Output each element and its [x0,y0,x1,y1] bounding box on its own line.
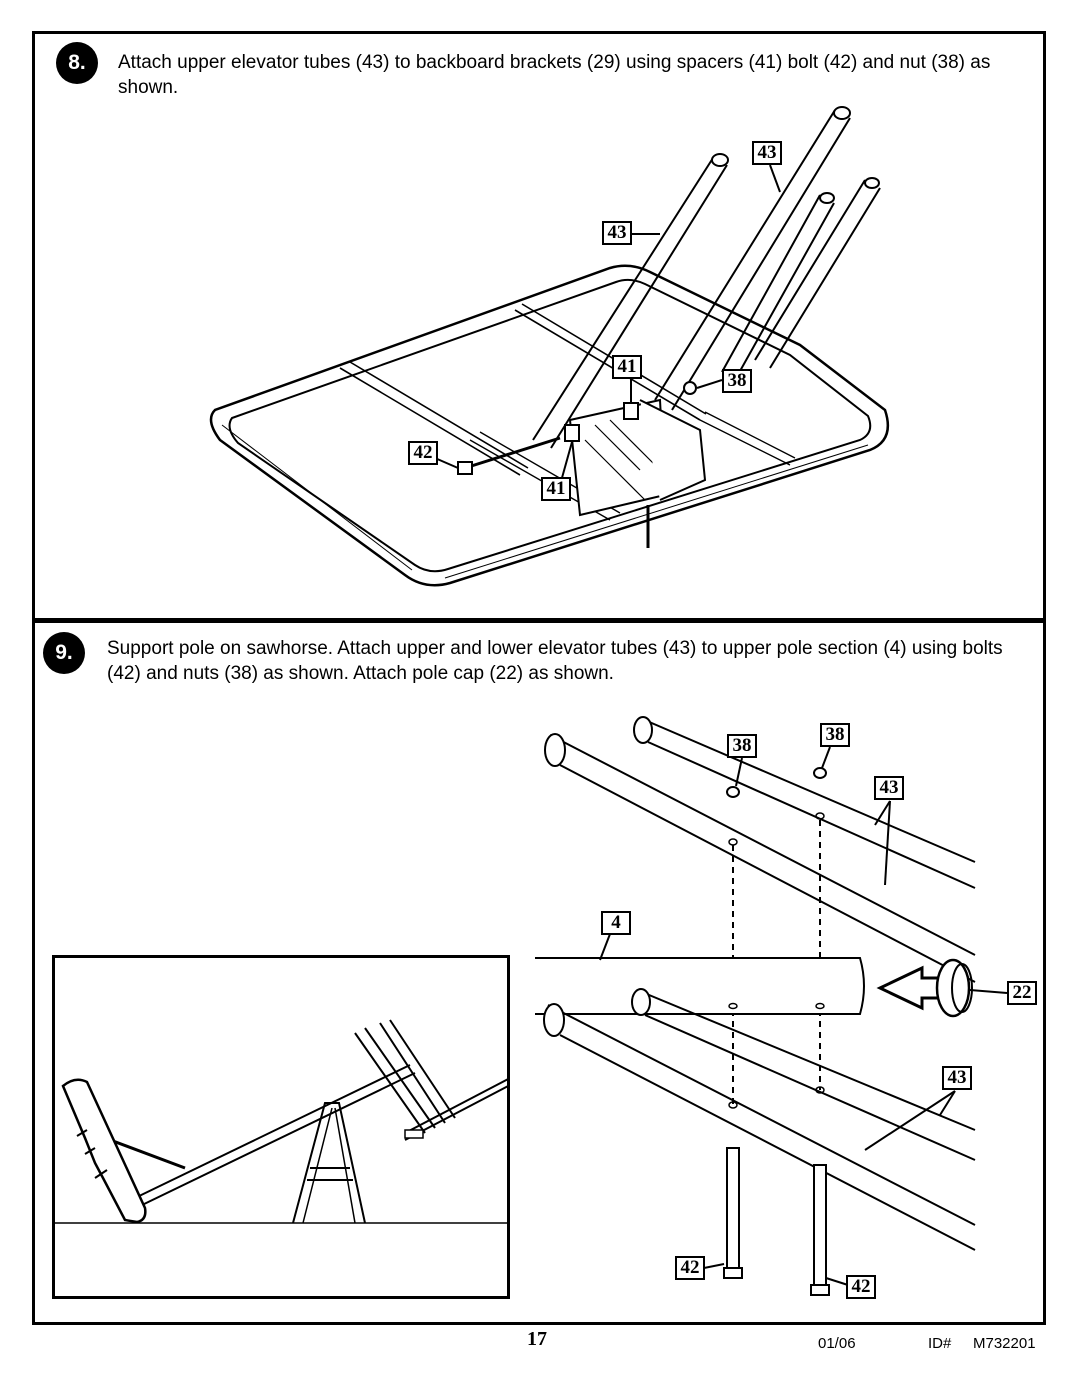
elevator-tube-3 [721,194,835,381]
id-label: ID# [928,1335,952,1352]
elevator-tube-4 [754,179,881,369]
step-8-badge: 8. [56,42,98,84]
elevator-arms [354,1019,456,1134]
callout-38: 38 [722,369,752,393]
callout-42-left: 42 [675,1256,705,1280]
callout-38-right: 38 [820,723,850,747]
frame-crossbar-1 [339,361,529,476]
upper-tube-back [549,734,976,983]
nut-38-right [813,767,827,779]
lower-tube-back [547,1004,976,1251]
pole-base [61,1078,147,1224]
step-8-panel [32,31,1046,621]
callout-22: 22 [1007,981,1037,1005]
step-9-badge: 9. [43,632,85,674]
id-number: M732201 [973,1335,1036,1352]
backboard-frame-outer [209,264,890,587]
callout-43-left: 43 [602,221,632,245]
sawhorse-inset [52,955,510,1299]
callout-43-upper-tubes: 43 [874,776,904,800]
callout-42: 42 [408,441,438,465]
sawhorse-illustration [55,1019,507,1224]
callout-38-left: 38 [727,734,757,758]
bolt-42-right [813,1164,827,1286]
nut-38-left [726,786,740,798]
spacer-41-lower [564,424,580,442]
elevator-tube-1 [532,157,728,449]
callout-41-lower: 41 [541,477,571,501]
step-9-panel [32,620,1046,1325]
callout-42-right: 42 [846,1275,876,1299]
pole-assembly [134,1064,416,1207]
pole-section-4 [535,957,865,1015]
nut-38 [683,381,697,395]
callout-43-lower-tubes: 43 [942,1066,972,1090]
revision-date: 01/06 [818,1335,856,1352]
bolt-42-left [726,1147,740,1269]
bolt-42-shaft [464,436,561,470]
upper-tube-front [639,717,976,889]
callout-41-upper: 41 [612,355,642,379]
elevator-tube-2 [654,109,851,411]
step-9-instructions: Support pole on sawhorse. Attach upper a… [107,638,1003,684]
page-number: 17 [527,1328,547,1350]
callout-43-upper: 43 [752,141,782,165]
lower-tube-front [636,989,976,1161]
callout-4: 4 [601,911,631,935]
step-8-instructions: Attach upper elevator tubes (43) to back… [118,52,991,98]
